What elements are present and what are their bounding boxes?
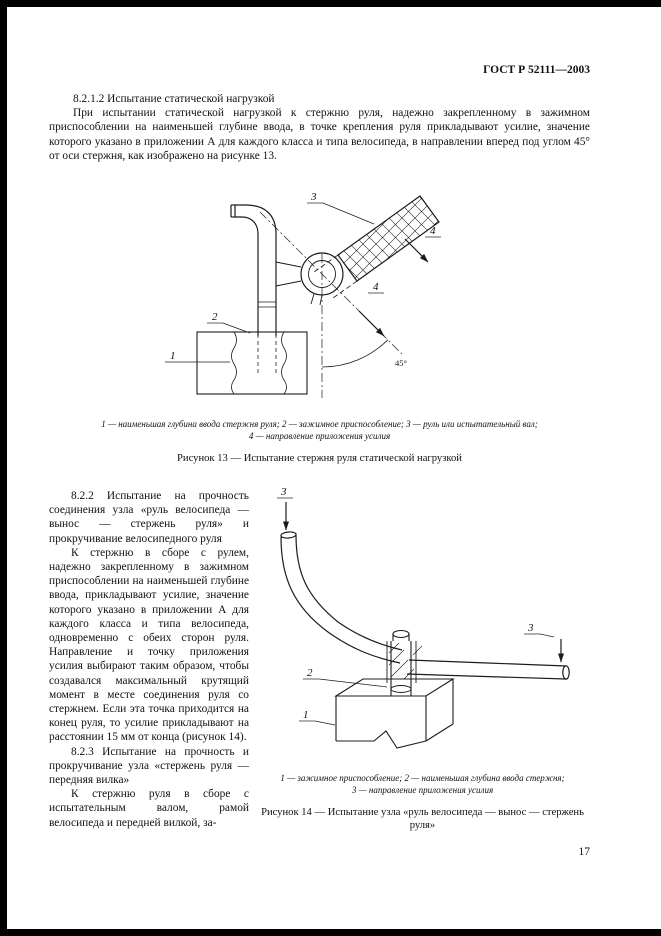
scan-border-top [0, 0, 661, 7]
section-8212: 8.2.1.2 Испытание статической нагрузкой … [49, 92, 590, 163]
fig13-callout-2: 2 [212, 311, 218, 323]
handlebar-clamp-ring [275, 252, 344, 306]
fig13-callout-4a: 4 [430, 225, 436, 237]
angle-arc [321, 339, 389, 368]
fig13-callout-1: 1 [170, 350, 176, 362]
clamp-fixture-block [334, 678, 455, 749]
fig14-callout-1: 1 [303, 709, 309, 721]
section-822-heading: 8.2.2 Испытание на прочность соединения … [49, 490, 249, 545]
handlebar-tube [280, 531, 570, 680]
force-arrows [358, 238, 429, 337]
force-arrows [283, 502, 564, 663]
clamp-hatching [388, 642, 423, 680]
stem-and-clamp [386, 629, 423, 696]
figure-13-legend-line-1: 1 — наименьшая глубина ввода стержня рул… [101, 419, 538, 429]
figure-14-legend: 1 — зажимное приспособление; 2 — наимень… [250, 773, 595, 796]
scan-border-bottom [0, 929, 661, 936]
callout-leaders [277, 497, 555, 726]
scan-border-left [0, 0, 7, 936]
left-text-column: 8.2.2 Испытание на прочность соединения … [49, 489, 249, 830]
stem-tube [230, 204, 277, 336]
fig13-angle-label: 45° [395, 358, 407, 368]
figure-13: 3 4 4 2 1 45° [162, 172, 492, 414]
section-823-heading: 8.2.3 Испытание на прочность и прокручив… [49, 745, 249, 787]
figure-14-legend-line-2: 3 — направление приложения усилия [351, 784, 494, 795]
fig13-callout-4b: 4 [373, 281, 379, 293]
figure-13-legend: 1 — наименьшая глубина ввода стержня рул… [49, 419, 590, 442]
centerlines [259, 211, 403, 398]
fig14-callout-2: 2 [307, 667, 313, 679]
section-823-paragraph: К стержню руля в сборе с испытательным в… [49, 788, 249, 829]
section-8212-paragraph: При испытании статической нагрузкой к ст… [49, 107, 590, 162]
page-number: 17 [578, 846, 591, 858]
fig14-callout-3-left: 3 [280, 486, 287, 498]
figure-13-caption: Рисунок 13 — Испытание стержня руля стат… [177, 453, 462, 464]
figure-13-legend-line-2: 4 — направление приложения усилия [248, 430, 391, 441]
figure-13-drawing: 3 4 4 2 1 45° [165, 191, 441, 398]
section-822-paragraph: К стержню в сборе с рулем, надежно закре… [49, 546, 249, 744]
figure-14-legend-line-1: 1 — зажимное приспособление; 2 — наимень… [280, 773, 565, 783]
section-8212-heading: 8.2.1.2 Испытание статической нагрузкой [73, 93, 275, 105]
figure-14-caption: Рисунок 14 — Испытание узла «руль велоси… [261, 807, 584, 831]
doc-code-header: ГОСТ Р 52111—2003 [483, 64, 590, 76]
fig14-callout-3-right: 3 [527, 622, 534, 634]
callout-leaders [165, 202, 441, 363]
fig13-callout-3: 3 [310, 191, 317, 203]
figure-14: 3 3 2 1 [250, 483, 595, 768]
clamp-fixture-block [196, 331, 308, 395]
figure-14-drawing: 3 3 2 1 [277, 486, 570, 749]
